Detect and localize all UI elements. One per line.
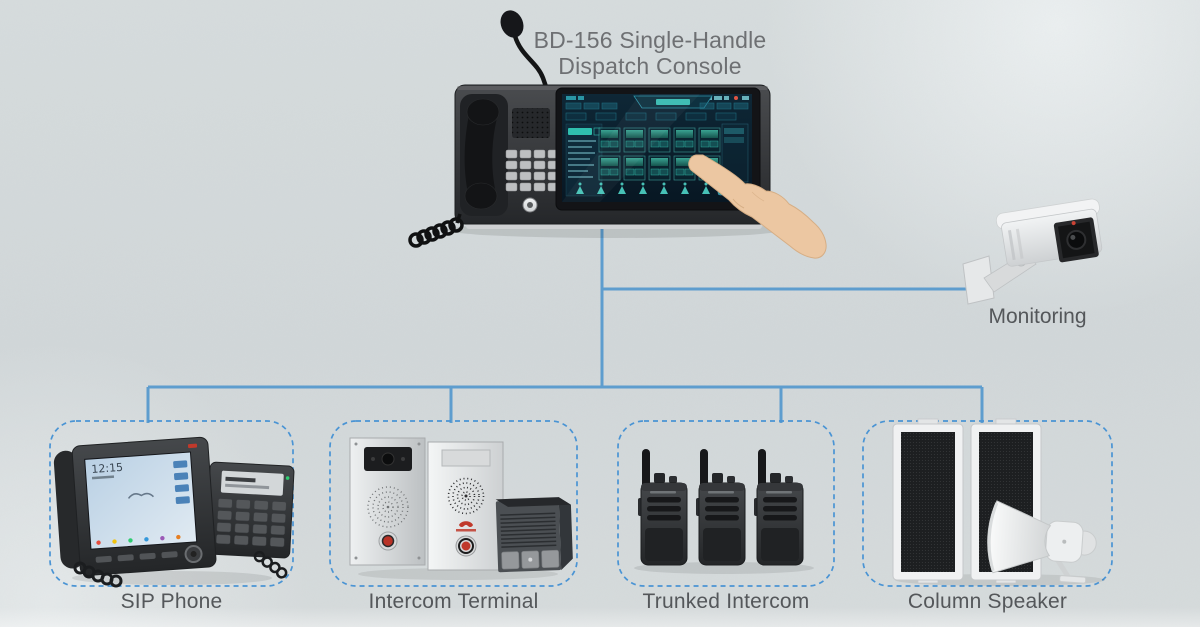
sip-phone-large: 12:15	[53, 436, 217, 576]
group-box-trunked-intercom	[617, 420, 835, 587]
group-label-sip-phone: SIP Phone	[120, 590, 223, 613]
intercom-panel-b	[427, 441, 504, 571]
connector-lines	[146, 224, 984, 423]
sip-phones-illustration: 12:15	[53, 436, 295, 588]
walkie-talkie-icon	[638, 449, 688, 566]
intercom-terminals-illustration	[349, 437, 573, 580]
column-speakers-illustration	[892, 418, 1105, 586]
column-speaker-left	[892, 418, 964, 584]
topology-group-boxes	[49, 420, 1113, 587]
red-phone-icon	[459, 521, 473, 528]
walkie-talkies-illustration	[634, 448, 814, 574]
group-box-intercom-terminal	[329, 420, 578, 587]
diagram-title-line1: BD-156 Single-Handle	[533, 27, 767, 53]
sip-phone-clock: 12:15	[91, 461, 124, 476]
diagram-title: BD-156 Single-Handle Dispatch Console	[450, 27, 850, 79]
group-box-column-speaker	[862, 420, 1113, 587]
diagram-title-line2: Dispatch Console	[558, 53, 742, 79]
horn-speaker-icon	[987, 500, 1097, 584]
group-label-column-speaker: Column Speaker	[907, 590, 1068, 613]
cctv-camera-icon	[962, 198, 1103, 305]
group-label-intercom-terminal: Intercom Terminal	[368, 590, 539, 613]
console-screen-card-grid	[598, 127, 721, 181]
console-speaker-grille	[512, 108, 550, 138]
intercom-panel-a	[349, 437, 426, 566]
column-speaker-right	[970, 418, 1042, 584]
console-keypad	[505, 149, 560, 192]
group-label-trunked-intercom: Trunked Intercom	[642, 590, 810, 613]
sip-phone-small	[194, 461, 295, 579]
group-box-sip-phone	[49, 420, 294, 587]
console-screen	[555, 87, 761, 211]
coiled-cord-icon	[408, 213, 464, 248]
monitoring-label: Monitoring	[988, 305, 1087, 328]
intercom-wall-box	[495, 497, 573, 573]
console-round-button	[522, 197, 538, 213]
pointing-hand-illustration	[688, 154, 827, 259]
console-screen-bottom-icons	[576, 182, 710, 194]
console-handset	[460, 94, 508, 216]
